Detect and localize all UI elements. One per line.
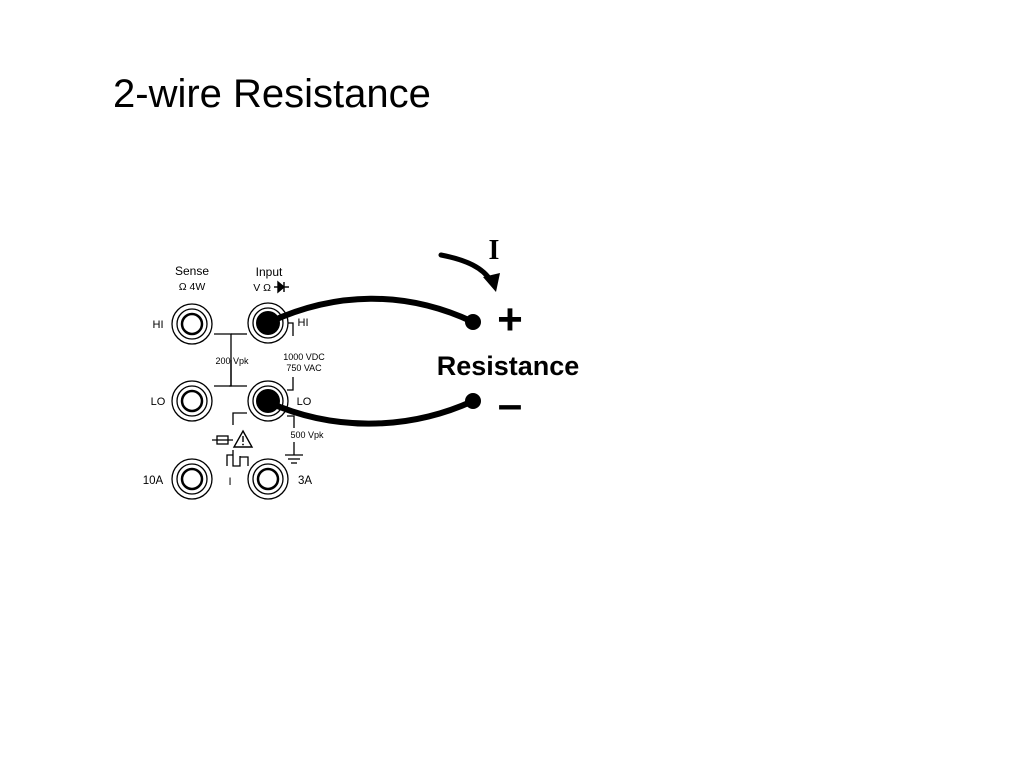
- hi-right-label: HI: [298, 317, 309, 329]
- current-arrow-icon: [438, 252, 500, 292]
- jack-sense-lo: [171, 380, 213, 422]
- slide-title: 2-wire Resistance: [113, 72, 431, 116]
- hi-test-lead: [267, 295, 476, 325]
- jack-sense-hi: [171, 303, 213, 345]
- rating-750vac: 750 VAC: [286, 363, 322, 373]
- lo-test-lead: [265, 398, 476, 427]
- lo-right-label: LO: [297, 396, 312, 408]
- ground-icon: [285, 452, 303, 464]
- label-3a: 3A: [298, 475, 312, 487]
- current-label: I: [489, 235, 500, 266]
- rating-1000vdc: 1000 VDC: [283, 352, 325, 362]
- lo-left-label: LO: [151, 396, 166, 408]
- sense-label: Sense: [175, 264, 209, 278]
- warning-icon: [232, 429, 254, 448]
- minus-sign: –: [498, 380, 522, 429]
- diode-icon: [274, 280, 289, 294]
- panel-connector-lines: [214, 322, 295, 467]
- jack-10a: [171, 458, 213, 500]
- resistance-label: Resistance: [437, 351, 580, 381]
- jack-3a: [247, 458, 289, 500]
- input-sub-label: V Ω: [253, 282, 271, 294]
- input-label: Input: [256, 265, 283, 279]
- label-i: I: [228, 476, 231, 488]
- label-10a: 10A: [143, 475, 164, 487]
- fuse-icon: [212, 435, 233, 445]
- hi-left-label: HI: [153, 319, 164, 331]
- plus-sign: +: [497, 295, 523, 344]
- lo-terminal-dot: [465, 393, 481, 409]
- sense-sub-label: Ω 4W: [179, 281, 206, 293]
- hi-terminal-dot: [465, 314, 481, 330]
- rating-200vpk: 200 Vpk: [215, 356, 249, 366]
- rating-500vpk: 500 Vpk: [290, 430, 324, 440]
